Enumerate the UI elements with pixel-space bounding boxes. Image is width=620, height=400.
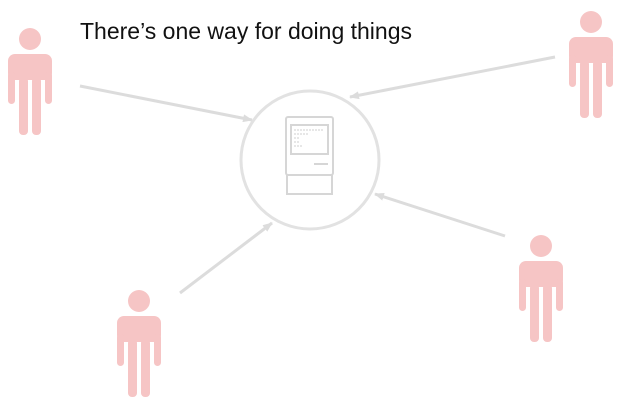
diagram-title: There’s one way for doing things (80, 18, 412, 44)
arrow-from-bottom-right (374, 192, 506, 238)
arrow-from-top-right (349, 55, 556, 100)
person-icon (569, 11, 613, 118)
arrow-from-bottom-left (179, 221, 273, 295)
arrows (79, 55, 556, 295)
person-icon (8, 28, 52, 135)
central-system (239, 89, 381, 231)
person-icon (519, 235, 563, 342)
arrow-from-top-left (79, 84, 253, 123)
person-icon (117, 290, 161, 397)
computer-icon (285, 116, 334, 195)
